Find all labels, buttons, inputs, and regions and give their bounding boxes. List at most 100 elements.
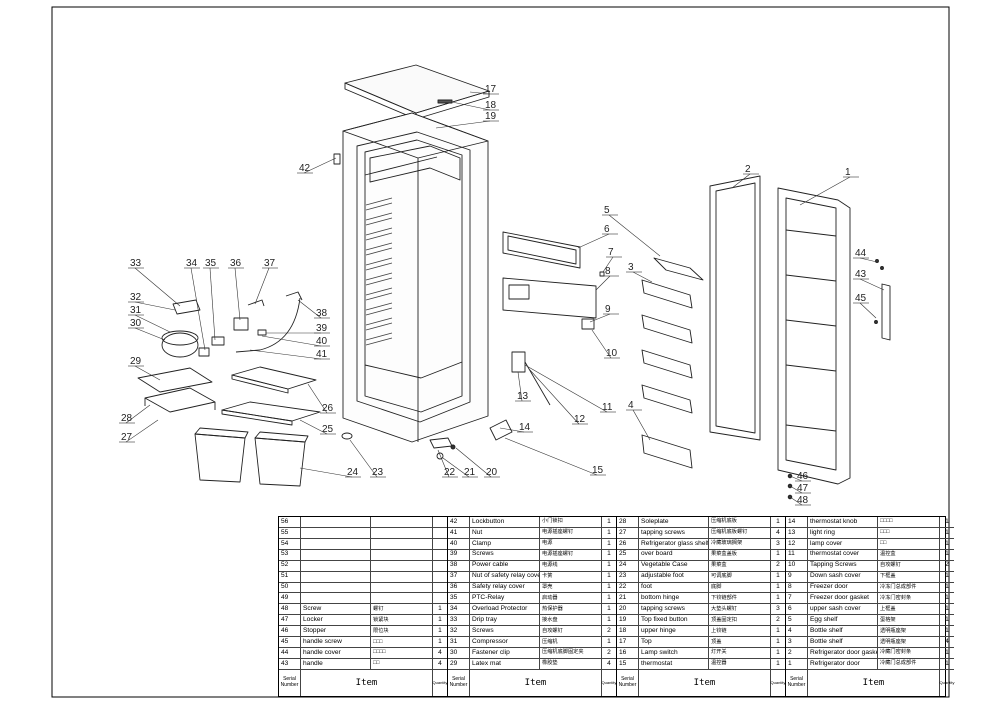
part-name-cn: 果菜盒盖板 [709, 549, 771, 560]
callout-leader-38 [297, 299, 322, 319]
callout-number-46: 46 [797, 471, 809, 482]
part-name [301, 571, 371, 582]
evaporator-fins [365, 197, 393, 346]
part-name-cn: 压缩机底板螺钉 [709, 527, 771, 538]
part-quantity: 1 [945, 539, 949, 547]
part-number: 43 [279, 658, 301, 669]
part-number: 12 [786, 538, 808, 549]
part-quantity: 1 [607, 528, 611, 536]
part-name: handle screw [301, 637, 371, 648]
callout-number-13: 13 [517, 391, 529, 402]
part-name-cn: 温控器 [709, 658, 771, 669]
part-quantity: 1 [945, 517, 949, 525]
part-name: Down sash cover [808, 571, 878, 582]
table-row: 53 [279, 549, 447, 561]
part-name-cn: □□ [878, 538, 940, 549]
part-name: Drip tray [470, 615, 540, 626]
callout-leader-34 [190, 267, 206, 351]
callout-leader-6 [577, 233, 610, 249]
part-quantity: 1 [945, 572, 949, 580]
part-number: 35 [448, 593, 470, 604]
part-number: 19 [617, 615, 639, 626]
part-number: 28 [617, 517, 639, 527]
part-number: 54 [279, 538, 301, 549]
part-name: Fastener clip [470, 648, 540, 658]
part-name: Latex mat [470, 658, 540, 669]
part-name [301, 582, 371, 593]
part-quantity: 1 [607, 605, 611, 613]
part-name-cn: 冷藏门总成部件 [878, 658, 940, 669]
part-name-cn: 上框盖 [878, 604, 940, 615]
callout-leader-42 [303, 157, 337, 174]
part-name-cn [371, 517, 433, 527]
callout-leader-41 [249, 349, 322, 360]
part-name-cn: 可调底脚 [709, 571, 771, 582]
callout-number-33: 33 [130, 258, 142, 269]
part-name-cn: 橡胶垫 [540, 658, 602, 669]
part-name: Bottle shelf [808, 637, 878, 648]
callout-number-38: 38 [316, 308, 328, 319]
callout-leader-17 [469, 91, 491, 95]
part-quantity: 1 [945, 605, 949, 613]
callout-number-23: 23 [372, 467, 384, 478]
part-name-cn: 透明瓶座架 [878, 626, 940, 637]
drawing-frame [51, 6, 950, 698]
header-item: Item [470, 669, 602, 696]
part-name: adjustable foot [639, 571, 709, 582]
callout-number-22: 22 [444, 467, 456, 478]
part-number: 41 [448, 527, 470, 538]
part-name: Power cable [470, 560, 540, 571]
lock-button [333, 153, 341, 165]
header-quantity: Quantity [770, 680, 786, 686]
freezer-door-parts [502, 231, 605, 330]
part-name: lamp cover [808, 538, 878, 549]
part-name: Locker [301, 615, 371, 626]
part-name-cn: 电源线 [540, 560, 602, 571]
part-name-cn: 电源插座螺钉 [540, 527, 602, 538]
part-name: Tapping Screws [808, 560, 878, 571]
part-number: 26 [617, 538, 639, 549]
part-quantity: 1 [776, 517, 780, 525]
callout-number-18: 18 [485, 100, 497, 111]
part-name: tapping screws [639, 604, 709, 615]
header-serial-line: Number [280, 681, 299, 688]
callout-number-40: 40 [316, 336, 328, 347]
callout-leader-15 [504, 437, 598, 476]
part-name: bottom hinge [639, 593, 709, 604]
part-name: Lockbutton [470, 517, 540, 527]
part-number: 9 [786, 571, 808, 582]
table-row: 52 [279, 560, 447, 572]
header-serial-line: Serial [283, 676, 296, 683]
callout-leader-32 [134, 301, 176, 311]
table-row: 51 [279, 571, 447, 583]
part-quantity [433, 517, 447, 527]
callout-number-42: 42 [299, 163, 311, 174]
part-number: 33 [448, 615, 470, 626]
part-number: 55 [279, 527, 301, 538]
callout-leader-2 [731, 173, 751, 189]
part-number: 31 [448, 637, 470, 648]
part-quantity: 1 [607, 550, 611, 558]
callout-leader-22 [437, 449, 450, 478]
part-name: Overload Protector [470, 604, 540, 615]
part-name-cn [371, 593, 433, 604]
callout-number-6: 6 [604, 224, 610, 235]
callout-number-35: 35 [205, 258, 217, 269]
part-number: 29 [448, 658, 470, 669]
